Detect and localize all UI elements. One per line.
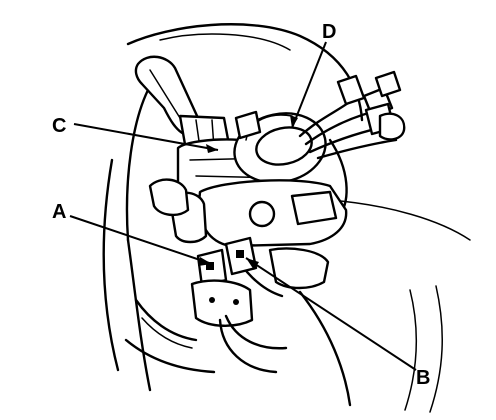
steering-column	[148, 178, 348, 298]
arrowhead-d	[290, 115, 298, 128]
arrowhead-b	[246, 258, 259, 270]
leader-line-d	[291, 41, 327, 129]
leader-line-b	[245, 257, 417, 371]
lower-connectors	[190, 236, 288, 374]
wiring-harness	[298, 70, 406, 160]
arrowhead-c	[206, 144, 218, 153]
arrowhead-a	[198, 257, 212, 266]
callout-label-c: C	[52, 115, 66, 137]
under-dash-brace	[124, 298, 216, 374]
leader-line-a	[69, 215, 213, 265]
leader-line-c	[73, 123, 219, 151]
callout-label-d: D	[322, 21, 336, 43]
callout-label-a: A	[52, 201, 66, 223]
callout-label-b: B	[416, 367, 430, 389]
